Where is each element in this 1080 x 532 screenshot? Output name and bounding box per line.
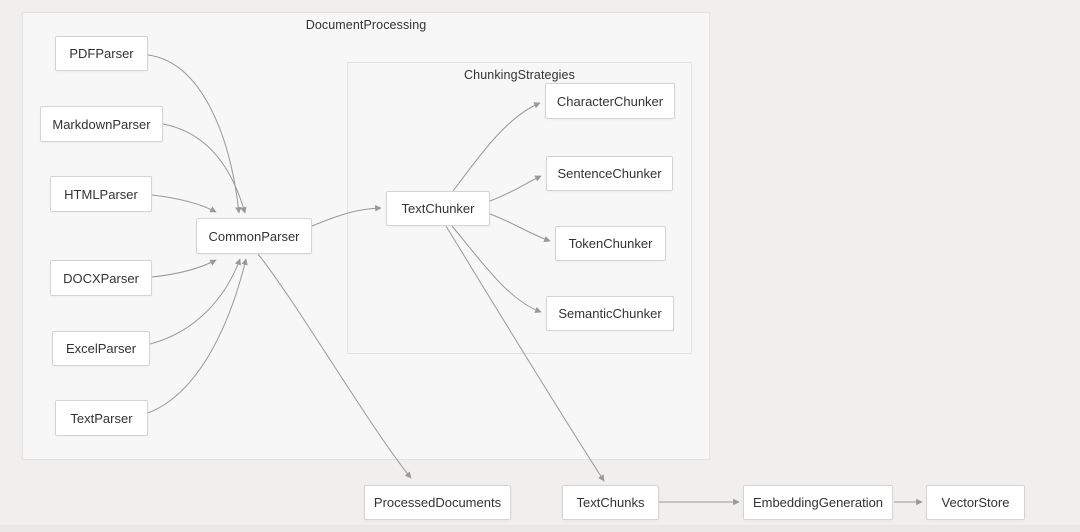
- node-htmlparser: HTMLParser: [50, 176, 152, 212]
- edge-excelparser-commonparser: [149, 258, 242, 345]
- edge-textchunker-textchunks: [445, 225, 605, 482]
- edge-docxparser-commonparser: [151, 259, 217, 278]
- edge-commonparser-textchunker: [311, 205, 382, 227]
- node-tokenchunker: TokenChunker: [555, 226, 666, 261]
- node-pdfparser: PDFParser: [55, 36, 148, 71]
- node-sentencechunker: SentenceChunker: [546, 156, 673, 191]
- node-embeddinggeneration: EmbeddingGeneration: [743, 485, 893, 520]
- cluster-document-processing-title: DocumentProcessing: [305, 18, 427, 32]
- node-textparser: TextParser: [55, 400, 148, 436]
- edge-textparser-commonparser: [147, 258, 248, 414]
- edge-textchunker-tokenchunker: [489, 213, 551, 243]
- edge-textchunker-sentencechunker: [489, 175, 542, 202]
- node-semanticchunker: SemanticChunker: [546, 296, 674, 331]
- node-textchunks: TextChunks: [562, 485, 659, 520]
- edge-commonparser-processeddocuments: [257, 253, 412, 479]
- node-vectorstore: VectorStore: [926, 485, 1025, 520]
- node-textchunker: TextChunker: [386, 191, 490, 226]
- node-markdownparser: MarkdownParser: [40, 106, 163, 142]
- node-processeddocuments: ProcessedDocuments: [364, 485, 511, 520]
- edge-textchunker-semanticchunker: [451, 225, 542, 314]
- edge-markdownparser-commonparser: [162, 123, 247, 214]
- node-excelparser: ExcelParser: [52, 331, 150, 366]
- node-commonparser: CommonParser: [196, 218, 312, 254]
- node-docxparser: DOCXParser: [50, 260, 152, 296]
- window-bottom-edge: [0, 525, 1080, 532]
- node-characterchunker: CharacterChunker: [545, 83, 675, 119]
- edge-htmlparser-commonparser: [151, 194, 217, 213]
- edge-textchunker-characterchunker: [452, 102, 541, 192]
- cluster-chunking-strategies-title: ChunkingStrategies: [464, 68, 575, 82]
